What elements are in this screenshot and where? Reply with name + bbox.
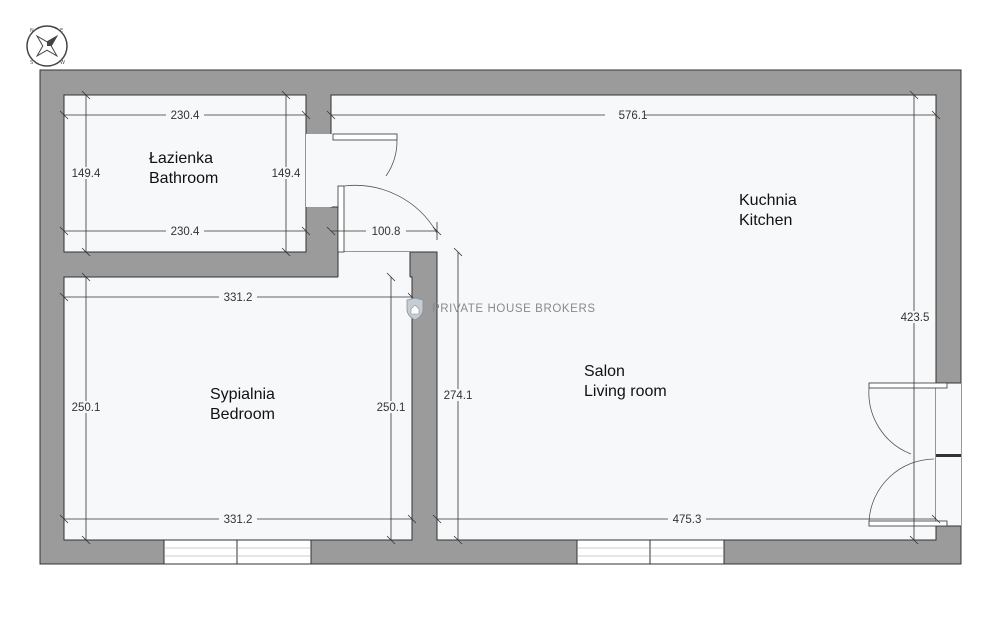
dim-main-top: 576.1	[619, 110, 648, 122]
compass-s: S	[30, 60, 33, 66]
dimension-labels: 230.4 230.4 149.4 149.4 100.8 331.2 331.…	[68, 109, 933, 526]
dim-living-height: 274.1	[444, 390, 473, 402]
bedroom-label-pl: Sypialnia	[210, 386, 275, 403]
bedroom-label-en: Bedroom	[210, 406, 275, 423]
living-label-en: Living room	[584, 383, 667, 400]
dim-living-bottom: 475.3	[673, 514, 702, 526]
living-window	[576, 539, 725, 565]
hall-corridor	[338, 252, 410, 278]
bedroom-window	[163, 539, 312, 565]
compass-w: W	[60, 60, 65, 66]
compass-n: N	[30, 28, 34, 34]
dim-bed-top: 331.2	[224, 292, 253, 304]
balcony-door-top	[868, 382, 948, 455]
dim-hall-width: 100.8	[372, 226, 401, 238]
shield-house-icon	[406, 297, 424, 321]
bathroom-door-opening	[306, 134, 332, 207]
watermark: PRIVATE HOUSE BROKERS	[406, 297, 596, 321]
hall-door	[337, 184, 438, 253]
compass-icon: N E S W	[26, 25, 68, 67]
main-room-floor	[330, 94, 937, 541]
compass-e: E	[60, 28, 63, 34]
dim-bath-top: 230.4	[171, 110, 200, 122]
bathroom-label-en: Bathroom	[149, 170, 218, 187]
dim-bath-right: 149.4	[272, 168, 301, 180]
dim-bed-left: 250.1	[72, 402, 101, 414]
dim-bath-left: 149.4	[72, 168, 101, 180]
dim-bed-bottom: 331.2	[224, 514, 253, 526]
bathroom-door	[332, 133, 398, 177]
bedroom-floor	[63, 276, 413, 541]
watermark-text: PRIVATE HOUSE BROKERS	[432, 303, 596, 315]
dim-main-right: 423.5	[901, 312, 930, 324]
balcony-door-bottom	[868, 458, 948, 527]
dimension-ticks	[59, 90, 941, 545]
living-label-pl: Salon	[584, 363, 625, 380]
kitchen-label-pl: Kuchnia	[739, 192, 797, 209]
dim-bed-right: 250.1	[377, 402, 406, 414]
dim-bath-bottom: 230.4	[171, 226, 200, 238]
kitchen-label-en: Kitchen	[739, 212, 792, 229]
bathroom-label-pl: Łazienka	[149, 150, 213, 167]
